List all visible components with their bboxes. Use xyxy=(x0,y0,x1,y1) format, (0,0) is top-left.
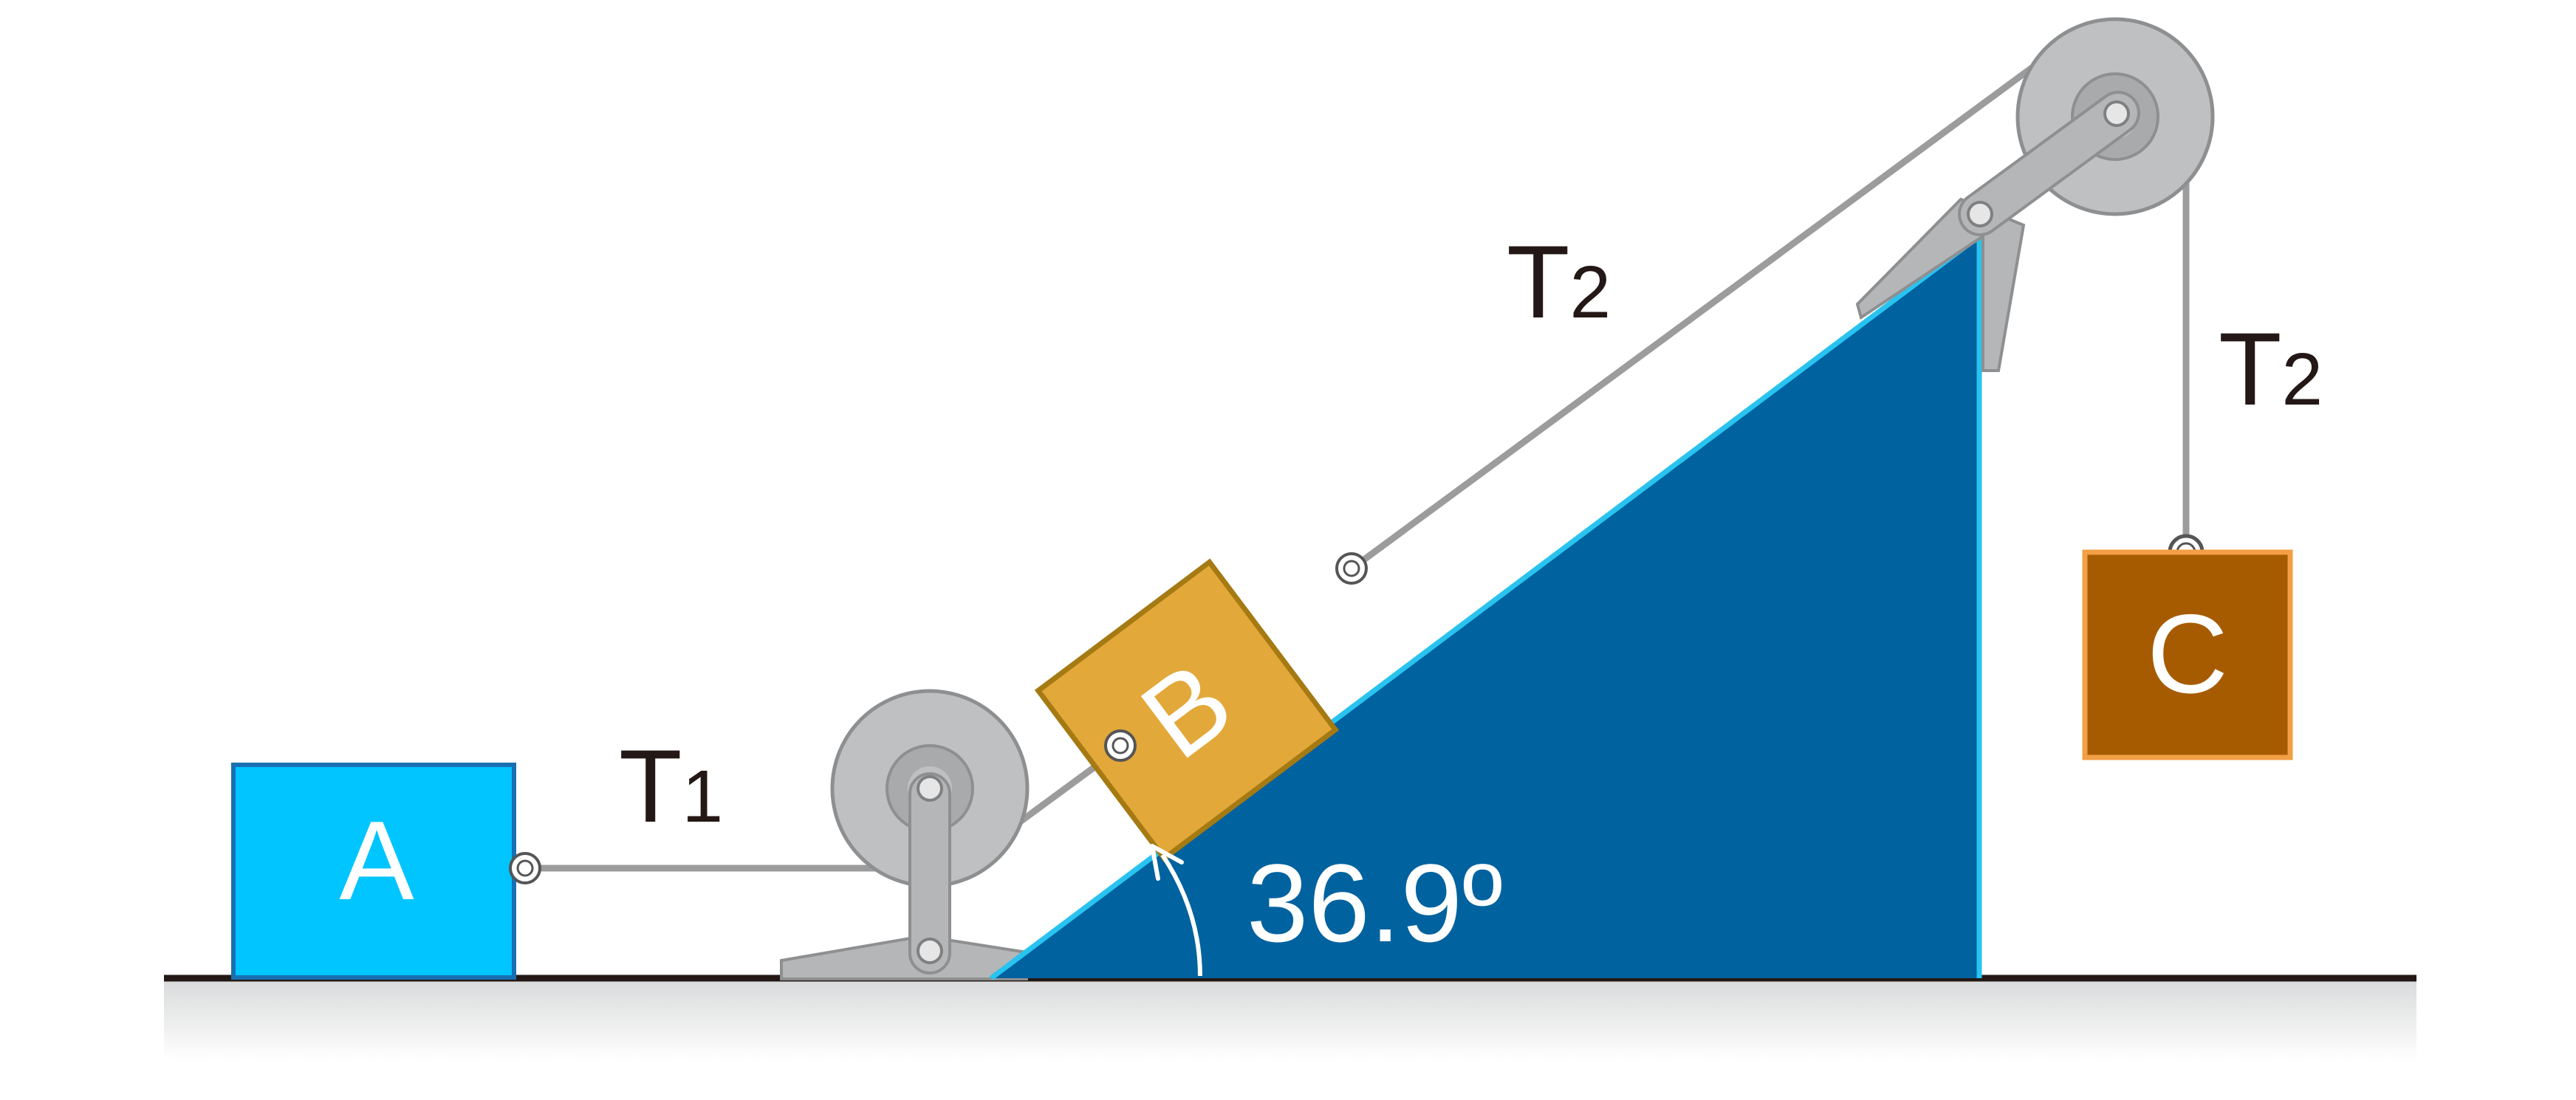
block-a-hook xyxy=(509,852,541,884)
tension-t2-incline-letter: T xyxy=(1507,224,1570,340)
lower-pulley-base xyxy=(780,934,1028,980)
block-c xyxy=(2082,549,2293,760)
incline-angle-label: 36.9º xyxy=(1247,841,1503,965)
upper-pulley-pivot xyxy=(1967,201,1993,227)
tension-t2-incline-label: T2 xyxy=(1507,224,1611,340)
lower-pulley-arm xyxy=(908,772,951,974)
lower-pulley-axle xyxy=(917,775,943,802)
angle-arrowhead xyxy=(1150,844,1184,881)
tension-t2-hanging-subscript: 2 xyxy=(2282,338,2323,421)
tension-t2-incline-subscript: 2 xyxy=(1570,251,1611,334)
block-c-label: C xyxy=(2147,591,2228,717)
tension-t1-subscript: 1 xyxy=(682,755,724,838)
lower-pulley-pivot xyxy=(917,938,943,964)
upper-pulley-bracket xyxy=(1855,197,2026,372)
block-a-label: A xyxy=(339,798,414,924)
upper-pulley-arm-fill xyxy=(1961,94,2137,233)
upper-pulley-axle xyxy=(2103,100,2130,127)
tension-t2-hanging-letter: T xyxy=(2219,311,2282,427)
angle-arc xyxy=(1160,853,1202,977)
tension-t1-letter: T xyxy=(619,728,682,844)
ground-shadow xyxy=(164,980,2416,1061)
rope-b-to-upper-pulley xyxy=(1351,63,2037,571)
block-b-hook-lower xyxy=(1104,729,1137,762)
tension-t2-hanging-label: T2 xyxy=(2219,311,2323,427)
tension-t1-label: T1 xyxy=(619,728,723,844)
block-b: B xyxy=(1034,558,1340,862)
block-b-hook-upper xyxy=(1335,552,1368,585)
block-c-hook xyxy=(2168,534,2205,553)
